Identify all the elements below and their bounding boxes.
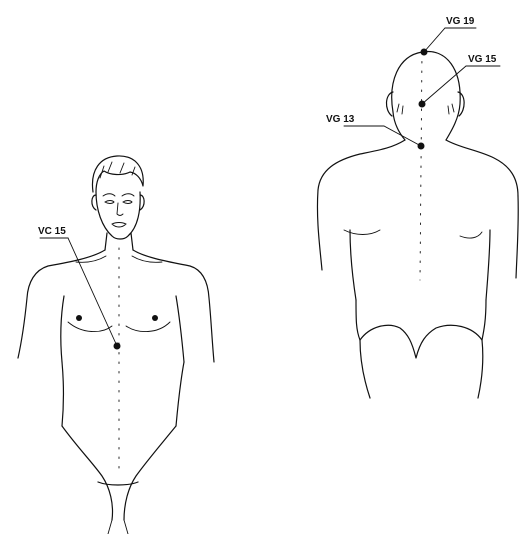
point-vg-13: VG 13 bbox=[326, 114, 425, 150]
point-vg-15: VG 15 bbox=[419, 54, 501, 108]
point-vc-15: VC 15 bbox=[38, 226, 121, 350]
point-vg-19-label: VG 19 bbox=[446, 16, 475, 27]
back-waist-outline bbox=[360, 325, 482, 358]
point-vc-15-label: VC 15 bbox=[38, 226, 66, 237]
front-torso-outline bbox=[18, 250, 105, 358]
front-face bbox=[96, 192, 140, 239]
back-head bbox=[392, 52, 460, 140]
front-hair bbox=[92, 156, 143, 192]
back-figure bbox=[317, 52, 518, 398]
point-vg-19: VG 19 bbox=[421, 16, 477, 56]
point-vg-15-label: VG 15 bbox=[468, 54, 497, 65]
point-vg-13-label: VG 13 bbox=[326, 114, 355, 125]
